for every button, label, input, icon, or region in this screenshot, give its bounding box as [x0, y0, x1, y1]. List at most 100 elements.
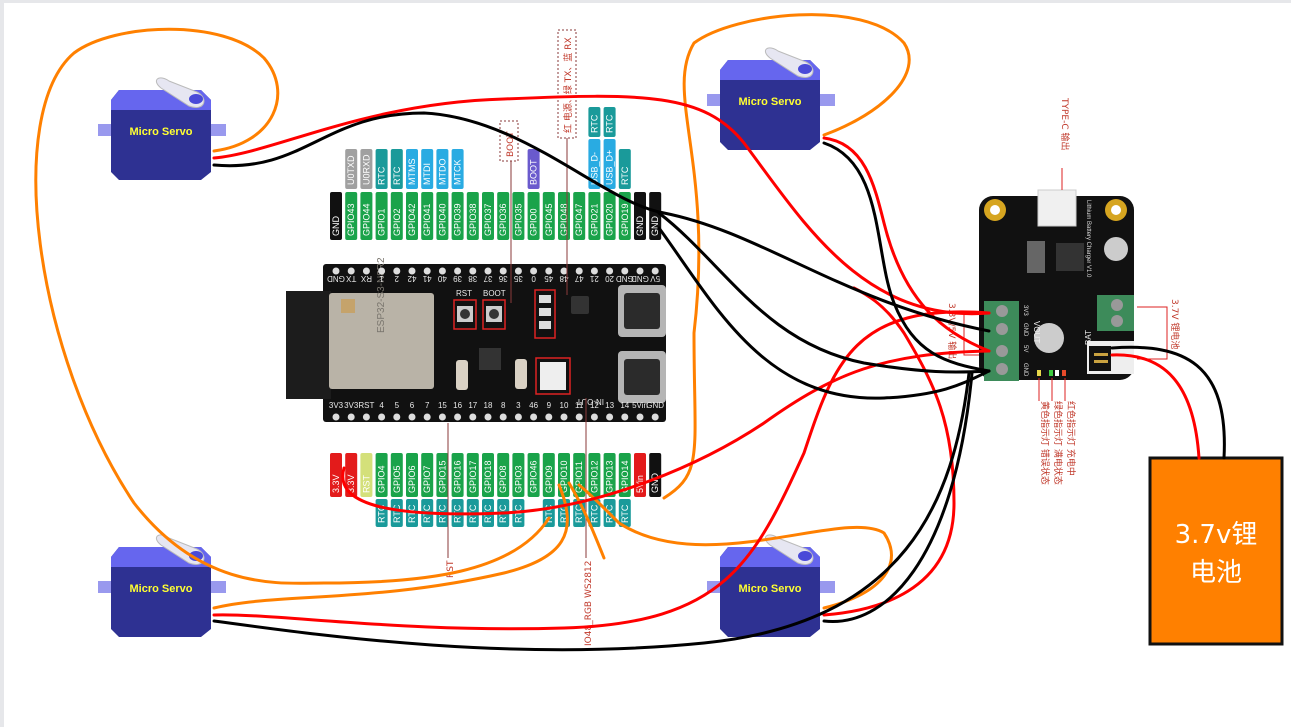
alt-label: RTC — [513, 504, 523, 523]
jst-pin — [1094, 353, 1108, 356]
terminal-label-3v3: 3V3 — [1022, 305, 1028, 316]
header-hole — [530, 267, 538, 275]
servo-body — [111, 547, 211, 637]
bottom-silk-label: 12 — [590, 401, 599, 410]
lithium-battery: 3.7v锂 电池 — [1148, 456, 1284, 646]
bottom-silk-label: 8 — [501, 401, 506, 410]
pin-label: GND — [331, 216, 341, 237]
error-led — [1037, 370, 1041, 376]
pin-chip — [421, 192, 434, 240]
pin-label: GPIO19 — [620, 203, 630, 236]
terminal-label-gnd2: GND — [1022, 363, 1028, 377]
bat-screw-neg[interactable] — [1111, 299, 1123, 311]
pin-chip — [330, 453, 342, 497]
servo-label: Micro Servo — [130, 126, 193, 138]
pin-label: GPIO3 — [513, 465, 523, 493]
header-hole — [454, 413, 462, 421]
pin-chip — [360, 192, 373, 240]
power-wire-top-left — [212, 94, 991, 316]
uart-led-callout-text: 红 电源、绿 TX、蓝 RX — [562, 37, 574, 133]
antenna-connector — [286, 291, 331, 399]
terminal-screw-5v[interactable] — [996, 345, 1008, 357]
boot-button-cap — [489, 309, 499, 319]
pin-label: GPIO36 — [498, 203, 508, 236]
jst-pin — [1094, 360, 1108, 363]
pin-label: GPIO44 — [361, 203, 371, 236]
top-header-holes — [332, 267, 659, 275]
voltage-regulator — [479, 348, 501, 370]
uart-leds-frame — [534, 289, 556, 339]
pin-label: GPIO17 — [468, 460, 478, 493]
header-hole — [347, 267, 355, 275]
pin-label: GPIO18 — [483, 460, 493, 493]
pin-label: GPIO40 — [437, 203, 447, 236]
power-led — [539, 295, 551, 303]
mount-hole-inner — [990, 205, 1000, 215]
alt-label: USB_D- — [589, 152, 599, 185]
header-hole — [423, 413, 431, 421]
pin-label: GPIO45 — [544, 203, 554, 236]
pin-chip — [436, 192, 449, 240]
header-hole — [378, 267, 386, 275]
alt-label: BOOT — [529, 159, 539, 185]
terminal-screw-3v3[interactable] — [996, 305, 1008, 317]
terminal-screw-gnd[interactable] — [996, 323, 1008, 335]
top-pin: GPIO35 — [512, 192, 525, 240]
white-led — [1055, 370, 1059, 376]
rst-button-frame — [453, 299, 477, 330]
servo-body — [720, 547, 820, 637]
pin-label: GND — [650, 473, 660, 494]
pin-chip — [649, 453, 662, 497]
power-wire-5v — [341, 349, 991, 516]
pin-label: GPIO11 — [574, 461, 584, 493]
alt-chip — [421, 149, 434, 189]
pin-chip — [375, 453, 388, 497]
pin-chip — [466, 453, 479, 497]
pin-label: GPIO35 — [513, 203, 523, 236]
ground-wire-bottom-left — [212, 371, 971, 652]
header-hole — [393, 267, 401, 275]
rgb-led — [540, 362, 566, 390]
boot-silk: BOOT — [483, 289, 506, 298]
top-silk-label: 2 — [394, 274, 399, 283]
header-hole — [332, 413, 340, 421]
pin-chip — [527, 453, 540, 497]
pin-chip — [345, 453, 358, 497]
pin-chip — [360, 453, 373, 497]
header-hole — [514, 413, 522, 421]
header-hole — [575, 267, 583, 275]
top-silk-label: GND — [631, 274, 649, 283]
terminal-screw-gnd2[interactable] — [996, 363, 1008, 375]
pin-chip — [497, 192, 510, 240]
pin-label: GND — [635, 216, 645, 237]
usb-c-port-bottom-inner — [624, 359, 660, 395]
top-silk-label: 45 — [544, 274, 553, 283]
alt-chip — [603, 139, 616, 189]
top-silk-label: 21 — [589, 274, 598, 283]
header-hole — [469, 413, 477, 421]
alt-label: MTMS — [407, 159, 417, 186]
alt2-chip — [603, 107, 616, 137]
bat-screw-pos[interactable] — [1111, 315, 1123, 327]
charger-usb-c-port[interactable] — [1037, 189, 1077, 227]
usb-uart-chip — [571, 296, 589, 314]
pin-chip — [451, 453, 464, 497]
led-red-annotation: 红色指示灯 充电中 — [1065, 401, 1077, 476]
ground-wire-top-left — [212, 111, 991, 333]
header-hole — [651, 413, 659, 421]
pin-label: GPIO4 — [377, 465, 387, 493]
pin-label: GPIO21 — [589, 203, 599, 236]
top-pin: GND — [649, 192, 662, 240]
servo-shaft — [189, 94, 203, 104]
header-hole — [454, 267, 462, 275]
alt-label: RTC — [574, 504, 584, 523]
terminal-label-5v: 5V — [1022, 345, 1028, 352]
jst-connector[interactable] — [1089, 346, 1111, 371]
signal-wire-servo-top-right — [662, 13, 911, 500]
